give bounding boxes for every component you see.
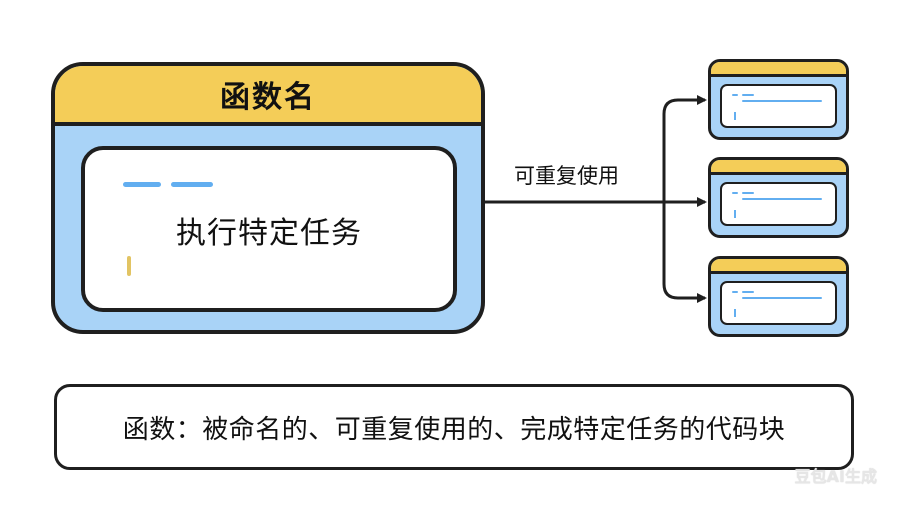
code-line-dash [171,182,213,187]
reuse-card-header [711,160,846,175]
function-card: 函数名 执行特定任务 [51,62,485,334]
code-line-dash [732,192,738,194]
function-name-label: 函数名 [220,80,316,115]
connector-branch-top [662,95,707,202]
text-cursor-icon [127,256,131,276]
definition-box: 函数：被命名的、可重复使用的、完成特定任务的代码块 [54,384,854,470]
connector-branch-bottom [662,202,707,303]
code-line-dash [123,182,161,187]
reuse-card-2 [708,157,849,238]
function-body-text: 执行特定任务 [176,216,362,251]
code-line-dash [732,94,738,96]
reuse-card-1 [708,59,849,140]
code-line-dash [742,291,754,293]
reuse-label: 可重复使用 [514,164,619,188]
code-line-dash [742,198,822,200]
code-line-dash [742,192,754,194]
text-cursor-icon [734,309,736,317]
code-line-dash [732,291,738,293]
code-line-dash [742,100,822,102]
reuse-card-3 [708,256,849,337]
reuse-card-header [711,62,846,77]
reuse-card-body [720,281,837,325]
code-line-dash [742,94,754,96]
text-cursor-icon [734,210,736,218]
function-card-header: 函数名 [55,66,481,126]
reuse-card-body [720,182,837,226]
code-line-dash [742,297,822,299]
definition-text: 函数：被命名的、可重复使用的、完成特定任务的代码块 [122,414,786,445]
watermark: 豆包AI生成 [794,467,877,486]
function-body: 执行特定任务 [81,146,457,312]
reuse-card-header [711,259,846,274]
text-cursor-icon [734,112,736,120]
reuse-card-body [720,84,837,128]
